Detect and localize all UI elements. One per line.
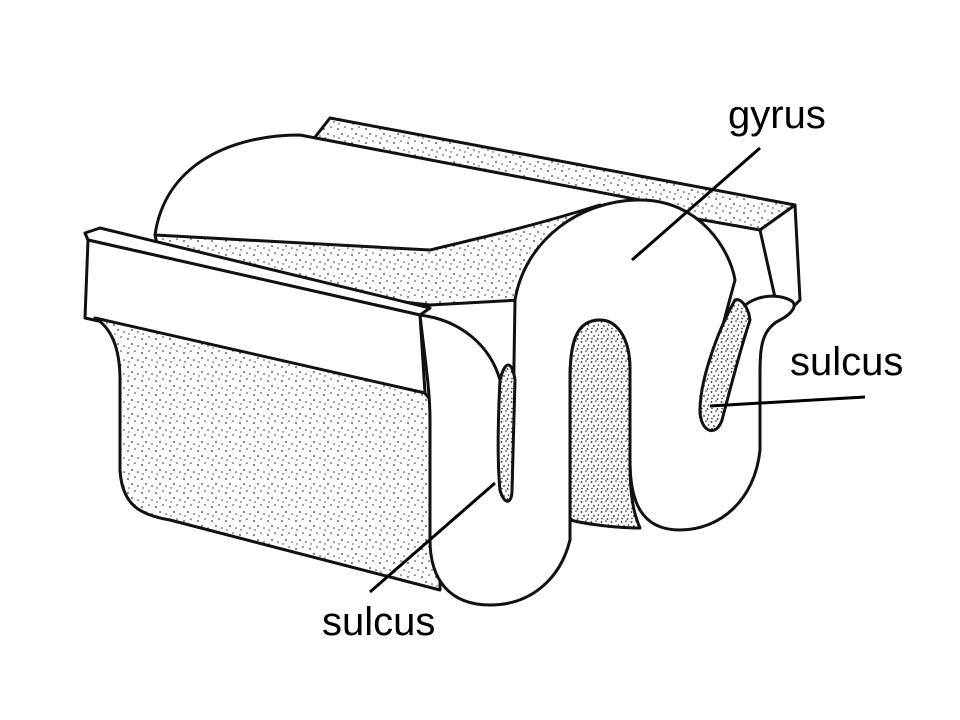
fold-inner-hollow (568, 318, 642, 530)
gyrus-leader-line (631, 146, 761, 262)
gyrus-label: gyrus (728, 93, 826, 137)
sulcus-bottom-leader-line (369, 481, 496, 594)
sulcus-right-leader-line (709, 395, 866, 408)
sulcus-bottom-label: sulcus (322, 600, 435, 644)
sulcus-right-label: sulcus (790, 340, 903, 384)
left-sulcus-groove (496, 363, 517, 503)
gyrus-fold (418, 198, 796, 607)
right-sulcus-groove (698, 298, 752, 433)
